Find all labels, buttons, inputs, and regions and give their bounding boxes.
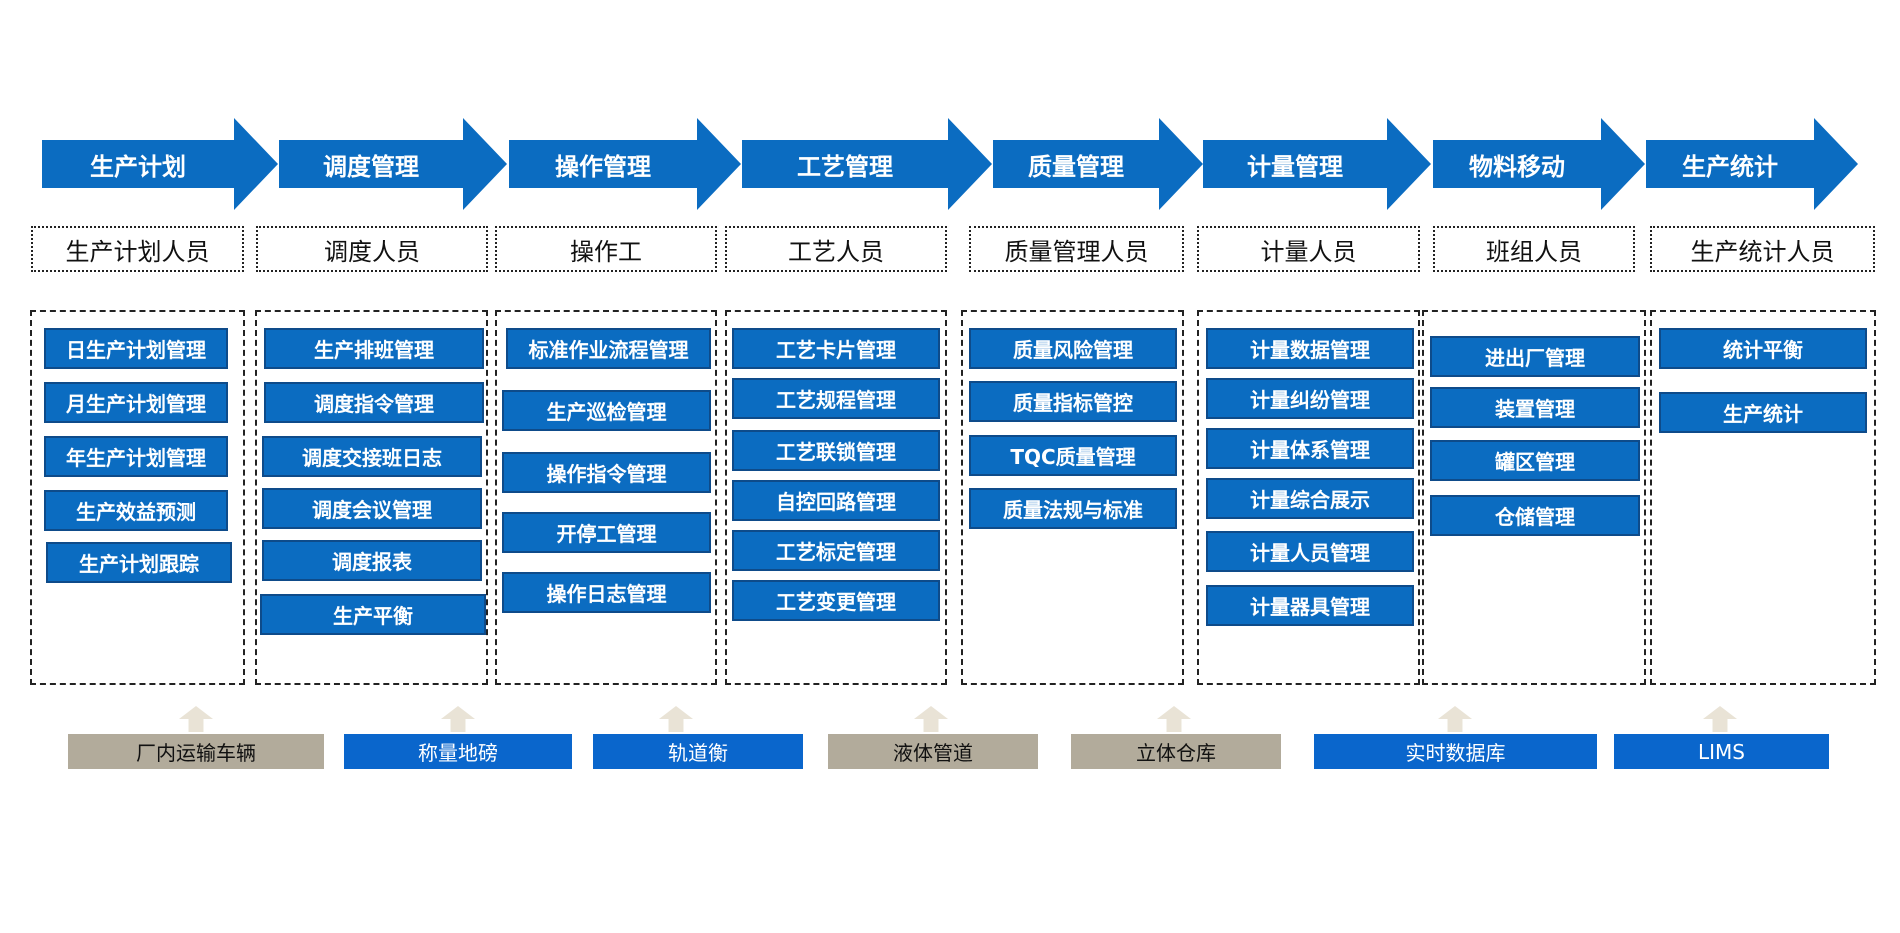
stage-arrow-operation: 操作管理 [509, 118, 741, 210]
module-item[interactable]: 质量风险管理 [969, 328, 1177, 369]
module-item[interactable]: 工艺卡片管理 [732, 328, 940, 369]
module-column-metering: 计量数据管理 计量纠纷管理 计量体系管理 计量综合展示 计量人员管理 计量器具管… [1197, 310, 1420, 685]
up-arrow-icon [179, 706, 213, 732]
module-item[interactable]: 年生产计划管理 [44, 436, 228, 477]
up-arrow-icon [441, 706, 475, 732]
module-item[interactable]: 日生产计划管理 [44, 328, 228, 369]
data-source-box: 厂内运输车辆 [68, 734, 324, 769]
up-arrow-icon [1438, 706, 1472, 732]
module-column-process: 工艺卡片管理 工艺规程管理 工艺联锁管理 自控回路管理 工艺标定管理 工艺变更管… [725, 310, 947, 685]
module-column-dispatch: 生产排班管理 调度指令管理 调度交接班日志 调度会议管理 调度报表 生产平衡 [255, 310, 488, 685]
stage-arrow-production-plan: 生产计划 [42, 118, 278, 210]
data-source-box: 轨道衡 [593, 734, 803, 769]
module-item[interactable]: 计量器具管理 [1206, 585, 1414, 626]
stage-label: 工艺管理 [797, 152, 893, 181]
module-item[interactable]: 生产巡检管理 [502, 390, 711, 431]
module-column-statistics: 统计平衡 生产统计 [1650, 310, 1876, 685]
module-item[interactable]: 自控回路管理 [732, 480, 940, 521]
stage-label: 质量管理 [1028, 152, 1124, 181]
module-column-quality: 质量风险管理 质量指标管控 TQC质量管理 质量法规与标准 [961, 310, 1184, 685]
stage-arrow-dispatch: 调度管理 [279, 118, 507, 210]
module-item[interactable]: 计量数据管理 [1206, 328, 1414, 369]
module-item[interactable]: 计量综合展示 [1206, 478, 1414, 519]
data-source-box: 液体管道 [828, 734, 1038, 769]
up-arrow-icon [1703, 706, 1737, 732]
role-box: 生产统计人员 [1650, 226, 1875, 272]
module-item[interactable]: 仓储管理 [1430, 495, 1640, 536]
role-box: 工艺人员 [725, 226, 947, 272]
module-item[interactable]: TQC质量管理 [969, 435, 1177, 476]
module-item[interactable]: 生产平衡 [260, 594, 486, 635]
stage-label: 生产计划 [90, 152, 186, 181]
module-item[interactable]: 装置管理 [1430, 387, 1640, 428]
module-item[interactable]: 调度会议管理 [262, 488, 482, 529]
stage-arrow-metering: 计量管理 [1203, 118, 1431, 210]
module-column-material: 进出厂管理 装置管理 罐区管理 仓储管理 [1422, 310, 1646, 685]
stage-label: 物料移动 [1469, 152, 1565, 181]
stage-arrow-statistics: 生产统计 [1646, 118, 1858, 210]
module-item[interactable]: 生产排班管理 [264, 328, 484, 369]
module-item[interactable]: 工艺标定管理 [732, 530, 940, 571]
module-item[interactable]: 工艺联锁管理 [732, 430, 940, 471]
module-item[interactable]: 调度指令管理 [264, 382, 484, 423]
module-item[interactable]: 操作指令管理 [502, 452, 711, 493]
data-source-box: LIMS [1614, 734, 1829, 769]
module-item[interactable]: 操作日志管理 [502, 572, 711, 613]
module-column-operation: 标准作业流程管理 生产巡检管理 操作指令管理 开停工管理 操作日志管理 [495, 310, 717, 685]
role-box: 调度人员 [256, 226, 488, 272]
module-item[interactable]: 质量法规与标准 [969, 488, 1177, 529]
module-column-production-plan: 日生产计划管理 月生产计划管理 年生产计划管理 生产效益预测 生产计划跟踪 [30, 310, 245, 685]
role-box: 质量管理人员 [969, 226, 1184, 272]
stage-arrow-quality: 质量管理 [993, 118, 1203, 210]
module-item[interactable]: 计量人员管理 [1206, 531, 1414, 572]
stage-label: 调度管理 [323, 152, 419, 181]
stage-label: 计量管理 [1247, 152, 1343, 181]
module-item[interactable]: 工艺规程管理 [732, 378, 940, 419]
module-item[interactable]: 计量体系管理 [1206, 428, 1414, 469]
module-item[interactable]: 生产统计 [1659, 392, 1867, 433]
module-item[interactable]: 月生产计划管理 [44, 382, 228, 423]
module-item[interactable]: 标准作业流程管理 [506, 328, 711, 369]
up-arrow-icon [914, 706, 948, 732]
module-item[interactable]: 计量纠纷管理 [1206, 378, 1414, 419]
module-item[interactable]: 调度报表 [262, 540, 482, 581]
module-item[interactable]: 生产计划跟踪 [46, 542, 232, 583]
module-item[interactable]: 调度交接班日志 [262, 436, 482, 477]
stage-arrow-process: 工艺管理 [742, 118, 992, 210]
role-box: 生产计划人员 [31, 226, 244, 272]
role-box: 计量人员 [1197, 226, 1420, 272]
module-item[interactable]: 罐区管理 [1430, 440, 1640, 481]
role-box: 操作工 [495, 226, 717, 272]
data-source-box: 立体仓库 [1071, 734, 1281, 769]
module-item[interactable]: 工艺变更管理 [732, 580, 940, 621]
up-arrow-icon [1157, 706, 1191, 732]
module-item[interactable]: 质量指标管控 [969, 381, 1177, 422]
module-item[interactable]: 开停工管理 [502, 512, 711, 553]
stage-arrow-material: 物料移动 [1433, 118, 1645, 210]
data-source-box: 实时数据库 [1314, 734, 1597, 769]
up-arrow-icon [659, 706, 693, 732]
module-item[interactable]: 统计平衡 [1659, 328, 1867, 369]
data-source-box: 称量地磅 [344, 734, 572, 769]
stage-label: 操作管理 [555, 152, 651, 181]
module-item[interactable]: 进出厂管理 [1430, 336, 1640, 377]
role-box: 班组人员 [1433, 226, 1635, 272]
module-item[interactable]: 生产效益预测 [44, 490, 228, 531]
stage-label: 生产统计 [1682, 152, 1778, 181]
